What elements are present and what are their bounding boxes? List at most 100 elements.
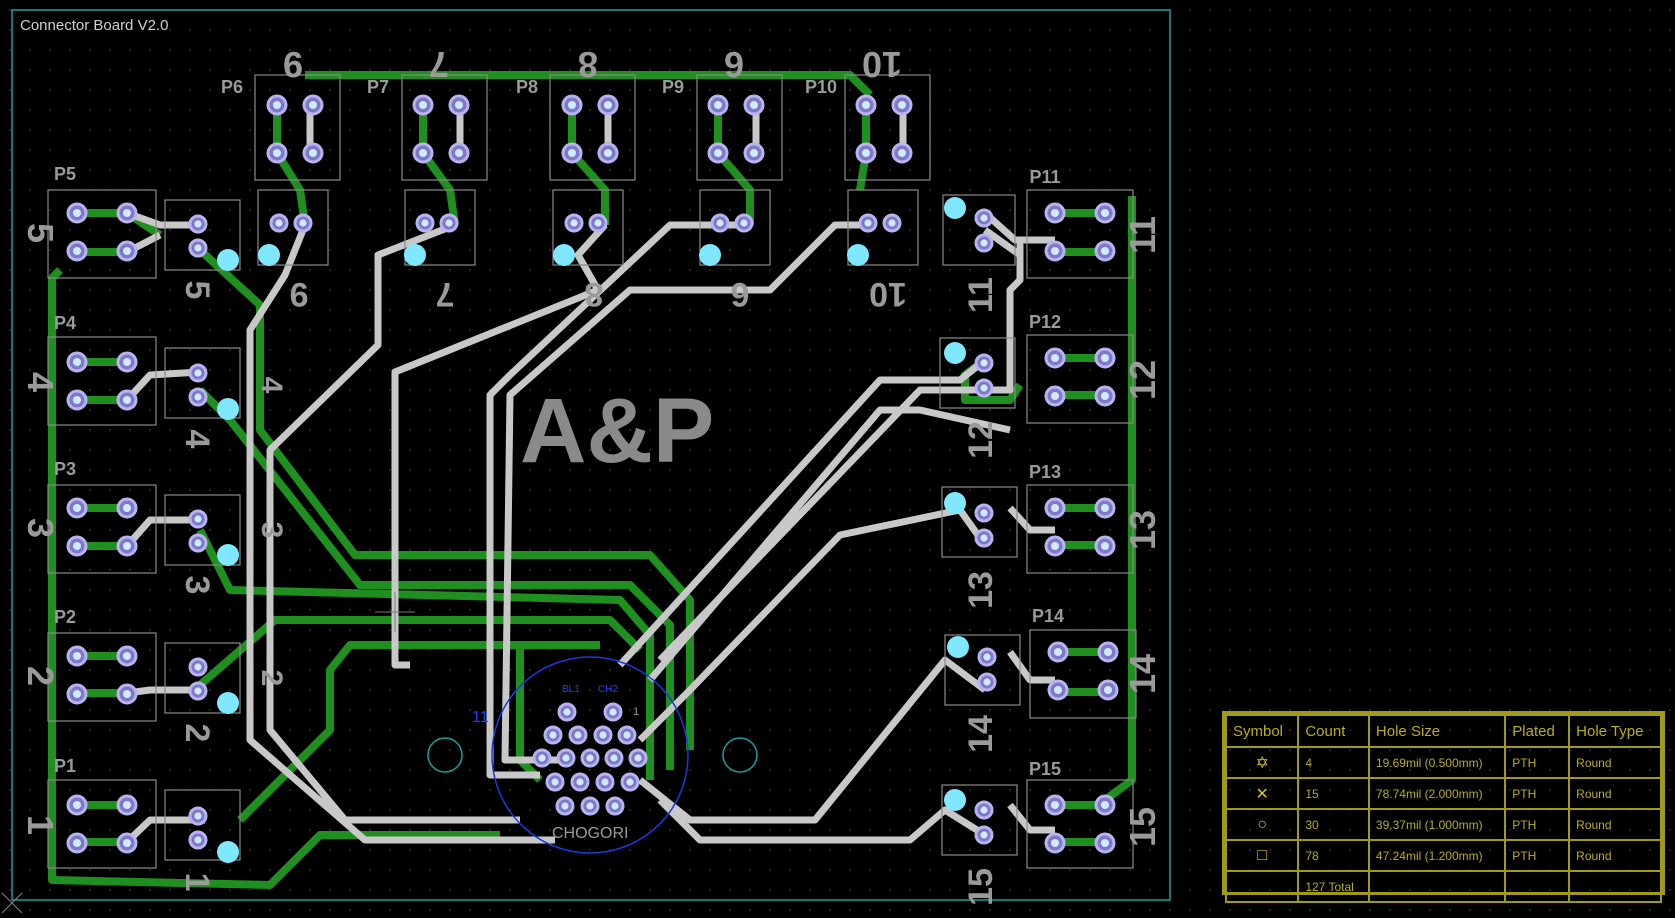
pad-hole [567,100,577,110]
circle-symbol-icon: ○ [1224,808,1300,841]
header-symbol: Symbol [1224,714,1300,748]
via [847,244,869,266]
pad-hole [1050,541,1060,551]
chogori-connector-outline [491,656,689,854]
pad-hole [72,395,82,405]
pad-hole [1100,541,1110,551]
total-empty [1568,870,1662,903]
via [699,244,721,266]
mount-hole-right [722,737,758,773]
crosshair-marker [375,592,415,632]
pad-hole [275,219,283,227]
pad-hole [1053,685,1063,695]
via [944,492,966,514]
mount-hole-left [427,737,463,773]
cross-symbol-icon: ✕ [1224,777,1300,810]
pad-hole [122,689,132,699]
pad-hole [122,800,132,810]
connector-label-left: P1 [54,756,76,776]
pad-hole [551,778,559,786]
small-label-1: 1 [633,706,639,718]
via [944,197,966,219]
pad-hole [308,148,318,158]
pad-hole [72,357,82,367]
pin-number-right: 11 [1122,216,1163,254]
pin-number-right: 12 [1122,360,1163,400]
pad-hole [1050,391,1060,401]
pad-hole [72,208,82,218]
logo-text: A&P [520,380,714,482]
row-plated: PTH [1504,777,1571,810]
pad-hole [626,778,634,786]
pin-number-top: 6 [724,44,744,85]
connector-label-top: P6 [221,77,243,97]
connector-label-left: P5 [54,164,76,184]
small-label-bl1: BL1 [562,684,580,695]
pad-hole [308,100,318,110]
table-row: ✕ 15 78.74mil (2.000mm) PTH Round [1224,777,1662,810]
pin-number-mid-left: 3 [255,522,288,539]
via [944,789,966,811]
via [217,692,239,714]
bottom-layer-traces [124,105,1055,845]
pad-hole [538,754,546,762]
pad-hole [194,663,202,671]
pin-number-mid-left: 4 [255,377,288,394]
header-plated: Plated [1504,714,1571,748]
pin-number-inner-left: 4 [178,430,216,449]
pad-hole [122,838,132,848]
pad-hole [623,731,631,739]
pad-hole [1103,685,1113,695]
pad-hole [634,754,642,762]
via [944,342,966,364]
pad-hole [454,100,464,110]
star-symbol-icon: ✡ [1224,746,1300,779]
pad-hole [445,219,453,227]
pin-number-inner-left: 3 [178,576,216,595]
pad-hole [194,369,202,377]
pad-hole [194,687,202,695]
pad-hole [122,503,132,513]
pin-number-inner-top: 8 [585,275,604,313]
pad-hole [983,678,991,686]
pad-hole [72,689,82,699]
pad-hole [980,534,988,542]
pad-hole [1100,246,1110,256]
pin-number-inner-top: 10 [869,275,907,313]
pad-hole [549,731,557,739]
pad-hole [272,148,282,158]
row-plated: PTH [1504,839,1571,872]
table-row: ○ 30 39.37mil (1.000mm) PTH Round [1224,808,1662,841]
pad-hole [194,393,202,401]
pad-hole [716,219,724,227]
pad-hole [567,148,577,158]
pin-number-left: 5 [20,223,61,243]
total-count: 127 Total [1297,870,1370,903]
connector-label-left: P2 [54,607,76,627]
via [404,244,426,266]
pad-hole [194,515,202,523]
table-row: □ 78 47.24mil (1.200mm) PTH Round [1224,839,1662,872]
pad-hole [1053,647,1063,657]
pad-hole [861,100,871,110]
pad-hole [980,509,988,517]
pin-number-right: 15 [1122,807,1163,847]
row-type: Round [1568,808,1662,841]
pad-hole [122,357,132,367]
pad-hole [194,244,202,252]
pin-number-mid-left: 2 [255,670,288,687]
pad-hole [272,100,282,110]
square-symbol-icon: □ [1224,839,1300,872]
row-plated: PTH [1504,808,1571,841]
via [217,544,239,566]
pad-hole [603,100,613,110]
pad-hole [609,708,617,716]
pin-number-inner-top: 6 [731,275,750,313]
connector-label: CHOGORI [552,825,628,842]
pad-hole [574,731,582,739]
connector-label-right: P15 [1029,759,1061,779]
header-hole-size: Hole Size [1367,714,1507,748]
connector-label-right: P12 [1029,312,1061,332]
pad-hole [72,838,82,848]
